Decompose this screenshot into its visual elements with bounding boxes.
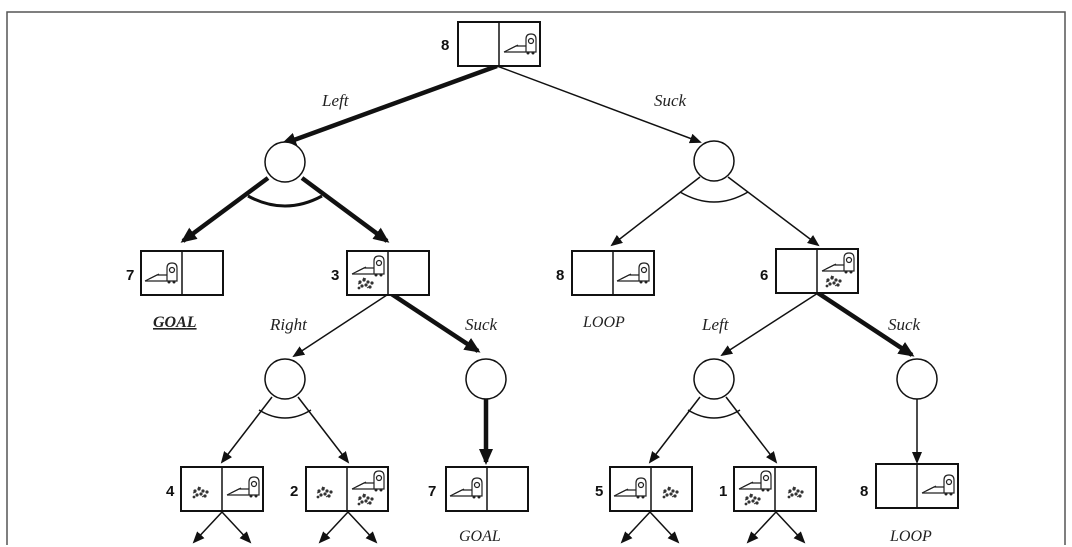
edge-cont <box>620 511 651 544</box>
edge-cont <box>746 511 777 544</box>
outcome-label: GOAL <box>459 528 501 545</box>
edge-cont <box>649 511 680 544</box>
action-label: Left <box>321 91 350 110</box>
edge-suck-to-8 <box>610 176 701 247</box>
edge-cont <box>775 511 806 544</box>
edge-left-to-7 <box>180 176 270 243</box>
state-node-root: 8 <box>441 21 541 67</box>
action-label: Left <box>701 315 730 334</box>
edge-6-suck <box>816 291 915 357</box>
action-label: Suck <box>888 315 921 334</box>
state-id: 3 <box>331 267 339 284</box>
state-id: 6 <box>760 267 768 284</box>
action-label: Suck <box>654 91 687 110</box>
edge-left-to-1 <box>725 396 778 464</box>
and-arc-1 <box>247 194 323 208</box>
edge-right-to-4 <box>220 396 273 464</box>
edge-6-left <box>720 292 819 357</box>
edge-cont <box>347 511 378 544</box>
edge-left-to-5 <box>648 396 701 464</box>
state-id: 4 <box>166 483 175 500</box>
action-label: Right <box>269 315 308 334</box>
or-node-suck-6 <box>896 358 938 400</box>
or-node-suck <box>693 140 735 182</box>
state-node-4: 4 <box>166 466 264 512</box>
and-arc-3 <box>258 409 312 419</box>
state-id: 1 <box>719 483 727 500</box>
edge-suck-to-6 <box>727 176 820 247</box>
state-id: 8 <box>556 267 564 284</box>
state-node-2: 2 <box>290 466 389 512</box>
action-label: Suck <box>465 315 498 334</box>
or-node-right <box>264 358 306 400</box>
edge-cont <box>192 511 223 544</box>
figure-border <box>6 11 1066 545</box>
edge-root-left <box>280 63 498 147</box>
edge-root-suck <box>496 65 702 144</box>
outcome-label: LOOP <box>582 314 625 331</box>
state-id: 8 <box>860 483 868 500</box>
state-node-7b: 7 <box>428 466 529 512</box>
or-node-left-6 <box>693 358 735 400</box>
state-node-7: 7 <box>126 250 224 296</box>
state-id: 2 <box>290 483 298 500</box>
outcome-label: GOAL <box>153 314 197 331</box>
state-id: 5 <box>595 483 603 500</box>
or-node-suck-3 <box>465 358 507 400</box>
state-node-8b: 8 <box>860 463 959 509</box>
state-id: 7 <box>126 267 134 284</box>
outcome-label: LOOP <box>889 528 932 545</box>
edge-3-suck <box>388 291 481 353</box>
or-node-left <box>264 141 306 183</box>
state-id: 8 <box>441 37 449 54</box>
edge-right-to-2 <box>297 396 350 464</box>
state-node-6: 6 <box>760 248 859 294</box>
and-arc-4 <box>687 409 741 419</box>
edge-cont <box>221 511 252 544</box>
state-node-3: 3 <box>331 250 430 296</box>
edge-left-to-3 <box>300 176 390 243</box>
edge-3-right <box>292 292 391 358</box>
state-node-8: 8 <box>556 250 655 296</box>
state-node-1: 1 <box>719 466 817 512</box>
state-node-5: 5 <box>595 466 693 512</box>
edge-cont <box>318 511 349 544</box>
and-arc-2 <box>679 191 749 203</box>
state-id: 7 <box>428 483 436 500</box>
